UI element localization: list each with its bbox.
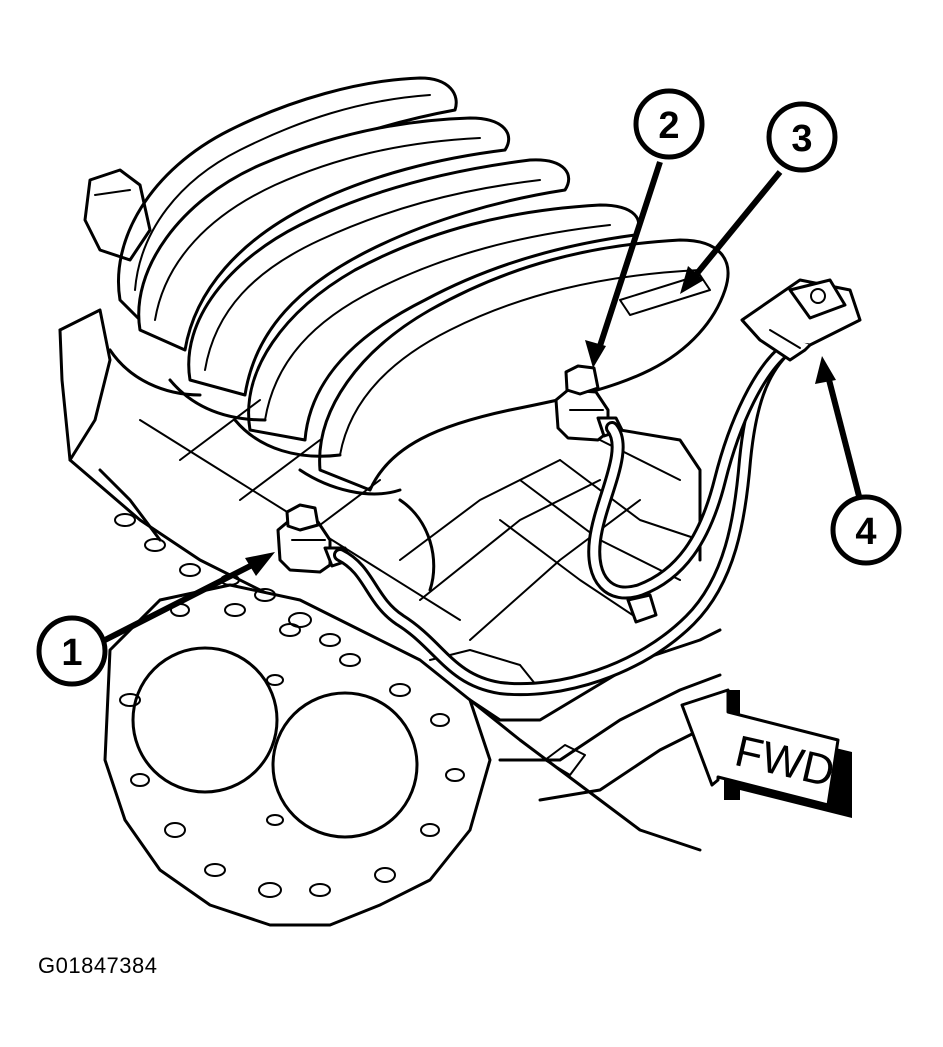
forward-direction-arrow: FWD [680,688,852,818]
callout-3: 3 [766,101,838,173]
wiring-harness [333,338,797,697]
harness-connector [740,278,862,362]
intake-runners [83,76,730,496]
figure-id: G01847384 [38,953,158,978]
head-gasket [103,513,492,927]
callout-2-label: 2 [658,105,679,147]
callout-1-label: 1 [61,632,82,674]
leader-arrows [103,161,863,643]
callout-1: 1 [36,615,108,687]
callout-4: 4 [830,494,902,566]
callout-3-label: 3 [791,118,812,160]
callout-4-label: 4 [855,511,876,553]
knock-sensor-1 [276,503,352,574]
callout-2: 2 [633,88,705,160]
